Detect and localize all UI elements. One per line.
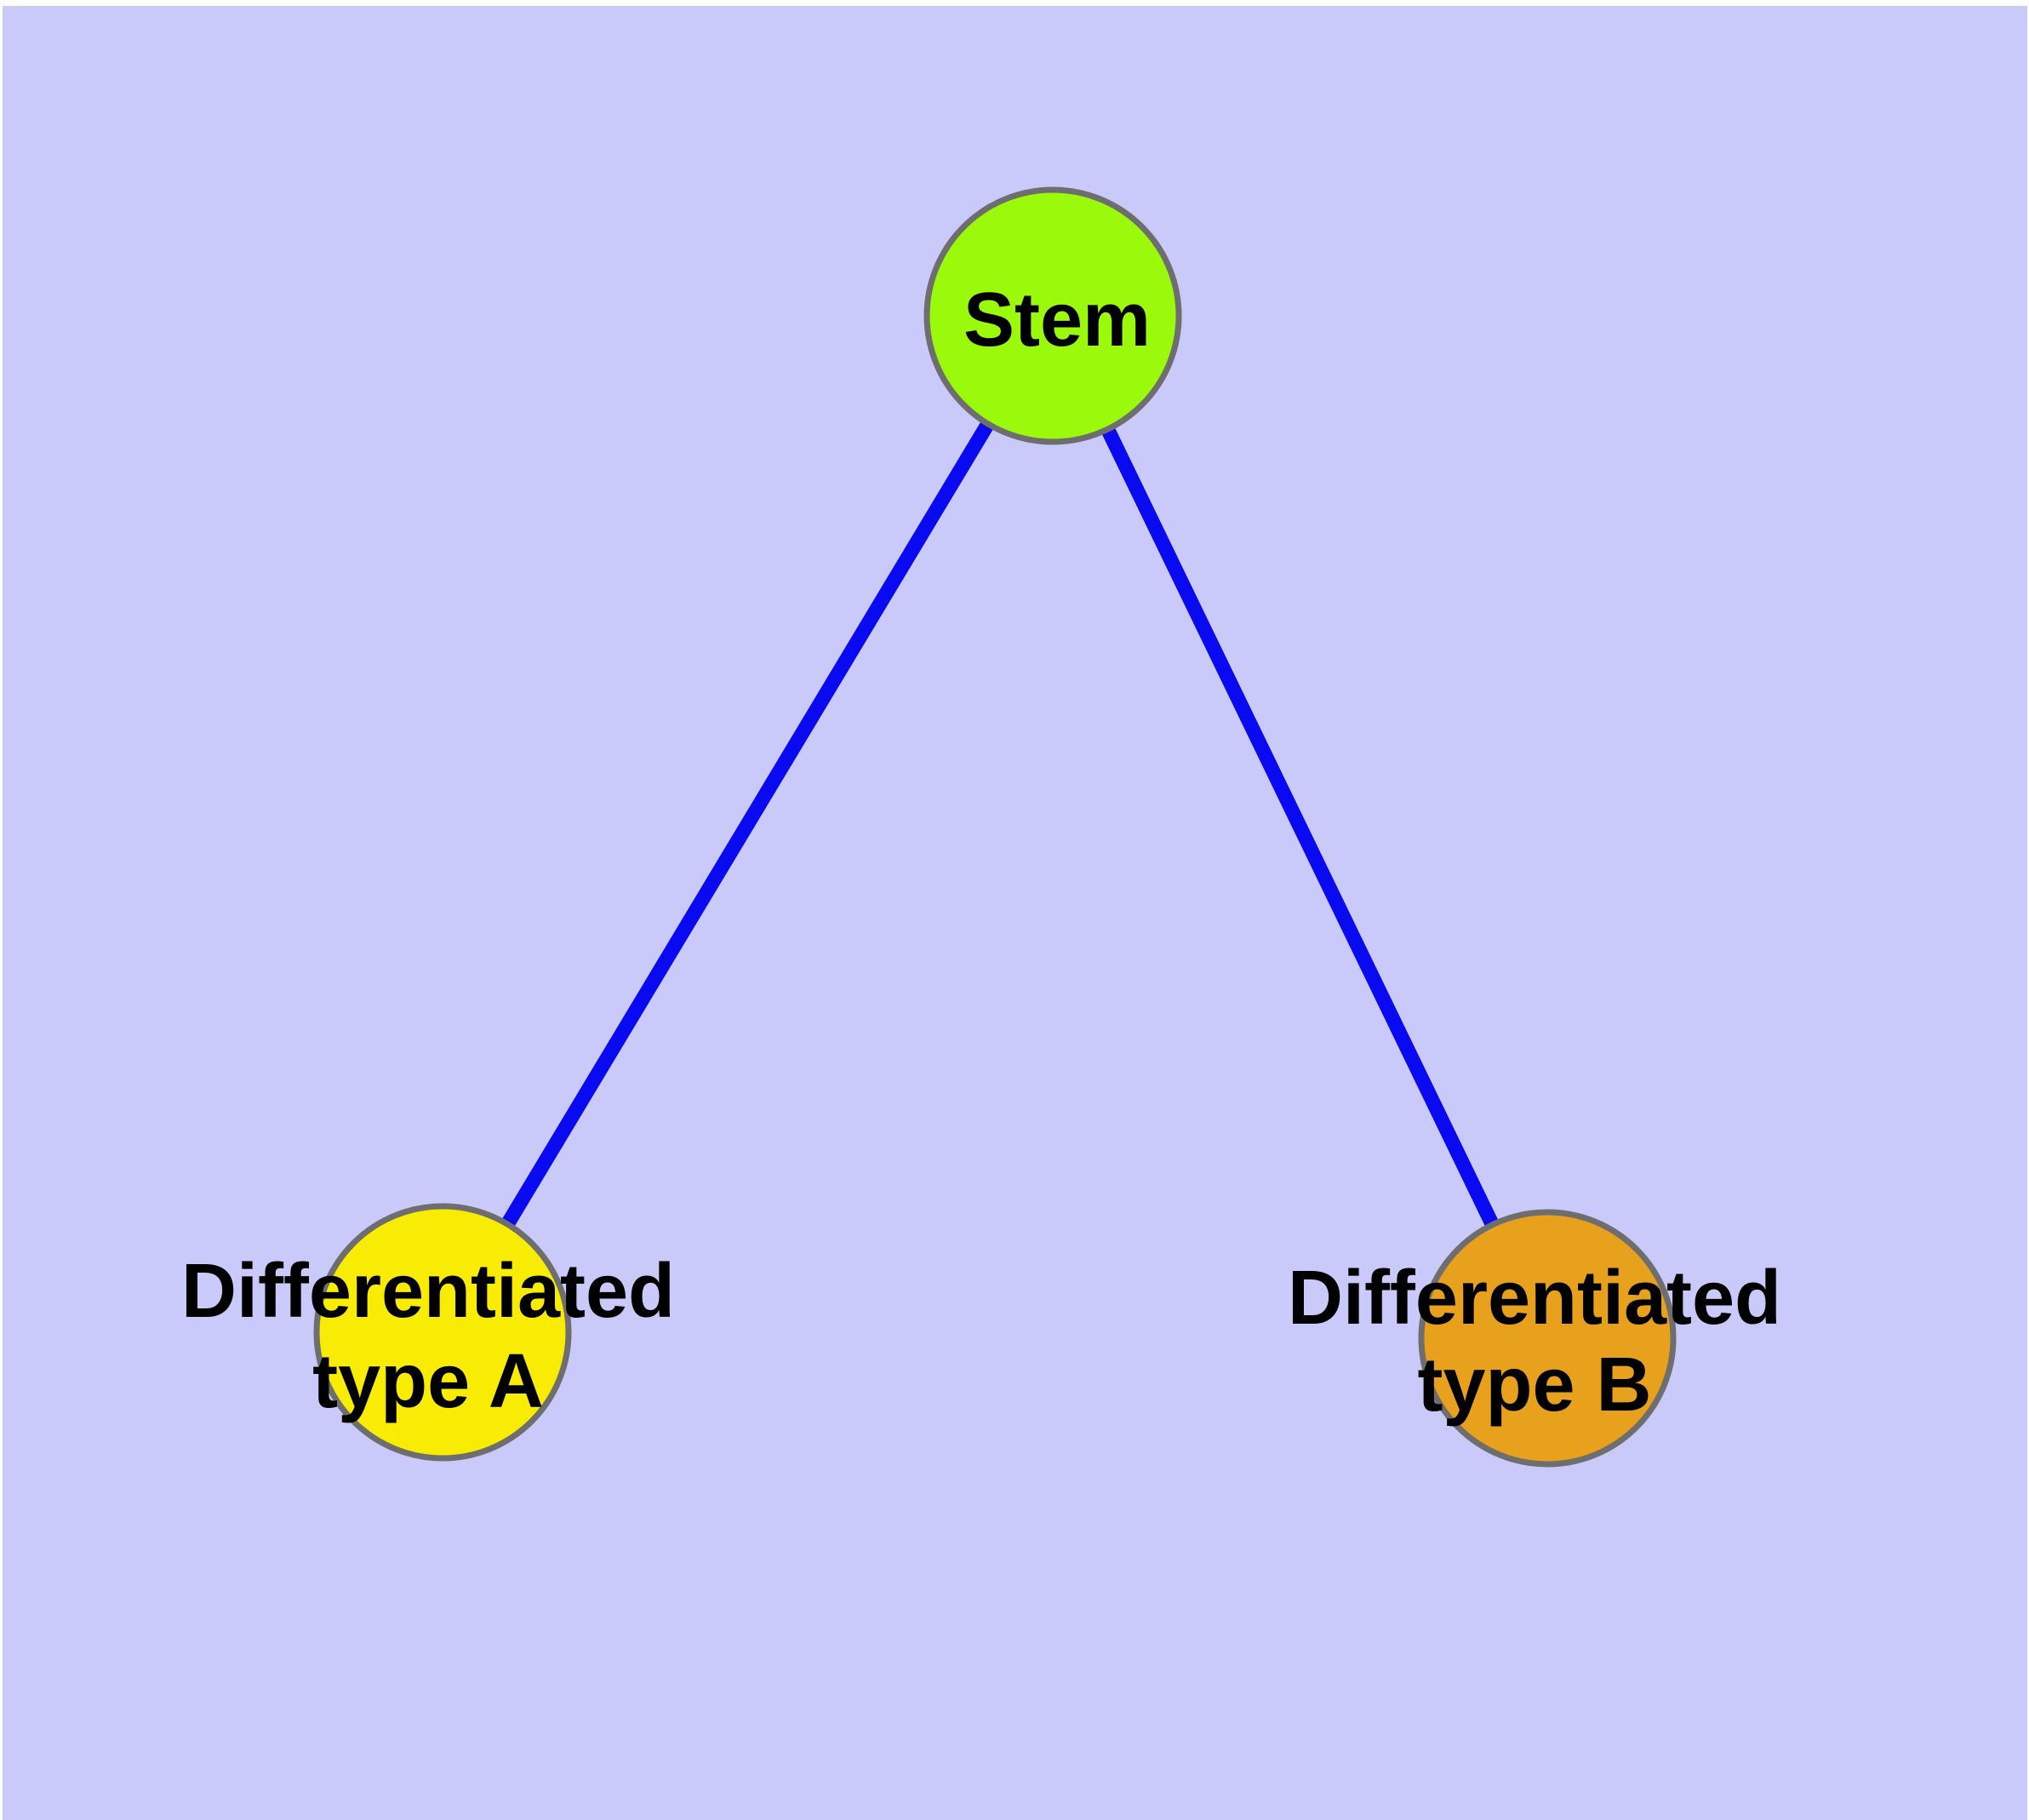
node-differentiated-type-b-label-line2: type B <box>1417 1342 1651 1428</box>
node-differentiated-type-b[interactable] <box>1418 1209 1677 1468</box>
node-differentiated-type-a-label-line1: Differentiated <box>181 1249 675 1334</box>
node-stem[interactable] <box>923 186 1182 445</box>
node-differentiated-type-b-label-line1: Differentiated <box>1288 1256 1781 1341</box>
node-differentiated-type-a[interactable] <box>313 1203 572 1462</box>
edge-stem-to-type-b[interactable] <box>1046 312 1554 1342</box>
node-differentiated-type-a-label-line2: type A <box>312 1339 544 1424</box>
node-stem-label: Stem <box>963 278 1151 363</box>
edge-stem-to-type-a[interactable] <box>436 312 1060 1336</box>
